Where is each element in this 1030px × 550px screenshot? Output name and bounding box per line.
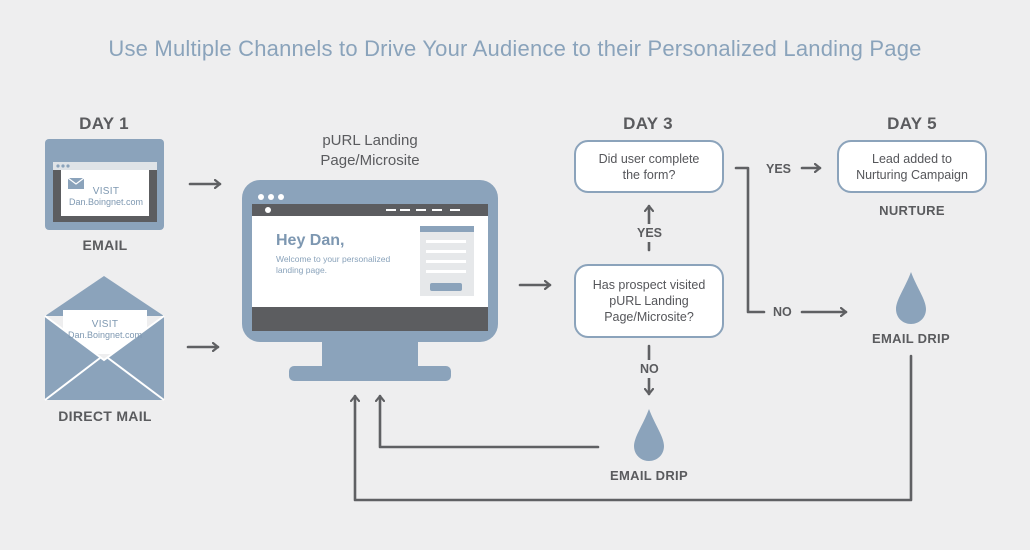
form-field: [426, 240, 466, 243]
email-drip-label-mid: EMAIL DRIP: [610, 468, 688, 483]
outcome-text: Lead added to: [872, 151, 952, 166]
email-channel-label: EMAIL: [82, 237, 128, 253]
yes-label: YES: [766, 162, 792, 176]
nurture-campaign-box: Lead added to Nurturing Campaign: [837, 140, 987, 193]
nav-link: [432, 209, 442, 211]
form-field: [426, 270, 466, 273]
loop-right-drip-to-landing: [355, 354, 913, 502]
page-title: Use Multiple Channels to Drive Your Audi…: [108, 36, 922, 61]
landing-page-label: pURL Landing Page/Microsite: [300, 131, 440, 171]
nav-link: [450, 209, 460, 211]
landing-greeting: Hey Dan,: [276, 232, 345, 249]
email-browser-icon: [45, 139, 164, 230]
email-visit-text: VISIT Dan.Boingnet.com: [60, 186, 152, 208]
landing-subtext: Welcome to your personalized landing pag…: [276, 254, 391, 275]
day-1-label: DAY 1: [79, 114, 129, 133]
direct-mail-channel-label: DIRECT MAIL: [58, 408, 152, 424]
form-complete-decision-box: Did user complete the form?: [574, 140, 724, 193]
visit-url: Dan.Boingnet.com: [67, 330, 143, 340]
landing-form: [420, 226, 474, 296]
logo-dot-icon: [265, 207, 271, 213]
nav-link: [386, 209, 396, 211]
no-label: NO: [773, 305, 792, 319]
day-5-label: DAY 5: [887, 114, 937, 133]
landing-label-line: Page/Microsite: [320, 152, 420, 169]
email-drip-drop-icon: [634, 409, 664, 461]
no-label: NO: [640, 362, 659, 376]
decision-text: pURL Landing: [609, 294, 689, 308]
landing-page-screen: Hey Dan, Welcome to your personalized la…: [252, 204, 488, 307]
form-submit-button: [430, 283, 462, 291]
connector-form-branch: [734, 166, 766, 314]
day-3-label: DAY 3: [623, 114, 673, 133]
visit-word: VISIT: [91, 319, 119, 330]
decision-text: Did user complete: [598, 151, 700, 166]
landing-nav-bar: [252, 204, 488, 216]
form-field: [426, 260, 466, 263]
mail-visit-text: VISIT Dan.Boingnet.com: [60, 319, 150, 341]
landing-label-line: pURL Landing: [322, 132, 418, 149]
decision-text: Page/Microsite?: [604, 310, 694, 324]
envelope-icon: [44, 276, 165, 401]
loop-mid-drip-to-landing: [380, 394, 600, 449]
email-drip-drop-icon: [896, 272, 926, 324]
outcome-text: Nurturing Campaign: [856, 167, 968, 182]
email-drip-label-right: EMAIL DRIP: [872, 331, 950, 346]
visit-url: Dan.Boingnet.com: [68, 197, 144, 207]
form-field: [426, 250, 466, 253]
nurture-label: NURTURE: [879, 203, 945, 218]
visit-word: VISIT: [92, 186, 120, 197]
nav-link: [400, 209, 410, 211]
visited-decision-box: Has prospect visited pURL Landing Page/M…: [574, 264, 724, 338]
yes-label: YES: [637, 226, 663, 240]
form-header: [420, 226, 474, 232]
envelope-small-icon: [67, 177, 85, 189]
nav-link: [416, 209, 426, 211]
decision-text: the form?: [622, 167, 676, 182]
decision-text: Has prospect visited: [592, 278, 706, 292]
